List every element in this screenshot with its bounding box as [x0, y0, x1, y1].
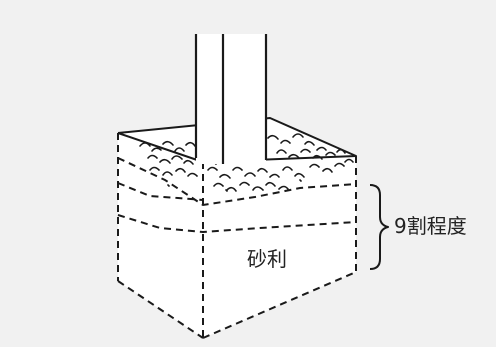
- gravel-inner-line: [117, 182, 204, 201]
- depth-label: 9割程度: [394, 214, 467, 238]
- gravel-label: 砂利: [247, 247, 287, 271]
- soil-level-line: [117, 214, 357, 234]
- post: [194, 34, 268, 164]
- depth-brace: [369, 184, 389, 270]
- box-right-face: [203, 156, 356, 338]
- gravel-level-line: [117, 157, 357, 207]
- box-dashed-edges: [117, 133, 357, 339]
- box-bottom-right-edge: [202, 271, 357, 339]
- box-left-face: [118, 133, 203, 338]
- box-bottom-left-edge: [117, 280, 204, 339]
- post-body: [196, 34, 266, 164]
